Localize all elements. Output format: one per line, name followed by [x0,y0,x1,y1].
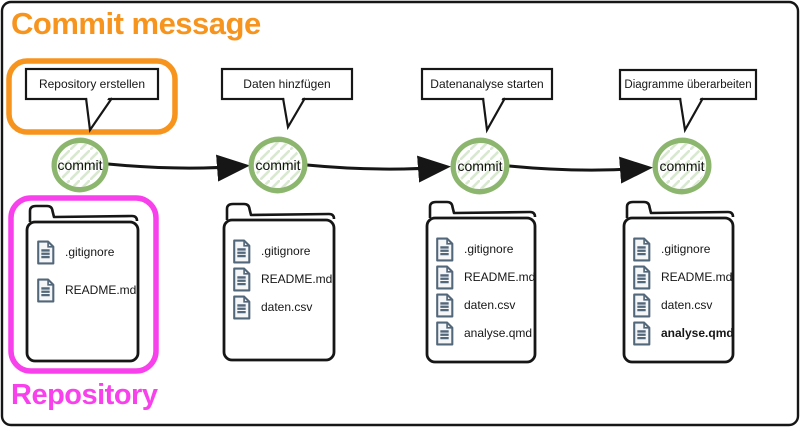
file-name: analyse.qmd [464,326,533,340]
file-name: daten.csv [661,298,713,312]
speech-bubbles [24,67,758,134]
folder-file-list: .gitignore README.md daten.csv [434,236,535,346]
commit-arrow [306,155,451,183]
speech-bubble-label: Repository erstellen [38,77,146,91]
file-row: daten.csv [231,294,332,320]
commit-node-label: commit [255,157,301,173]
file-row: analyse.qmd [434,320,535,346]
file-name: daten.csv [464,298,516,312]
commit-timeline [107,154,653,184]
speech-bubble [420,67,554,134]
document-icon [233,267,251,291]
document-icon [436,237,454,261]
file-name: README.md [65,283,137,297]
commit-node [51,137,109,193]
document-icon [37,278,55,302]
speech-bubble-label: Diagramme überarbeiten [624,78,752,91]
commit-arrow [508,156,653,184]
document-icon [633,237,651,261]
commit-node [450,137,510,195]
file-row: .gitignore [35,238,136,266]
commit-arrow [107,154,250,182]
commit-node-label: commit [57,157,103,173]
file-name: README.md [261,272,333,286]
file-row: .gitignore [434,236,535,262]
file-name: .gitignore [661,242,711,256]
file-row: README.md [434,264,535,290]
folders [25,200,735,364]
folder-file-list: .gitignore README.md [35,238,136,304]
speech-bubble-label: Daten hinzfügen [243,77,331,91]
commit-message-highlight [6,58,178,135]
commit-nodes [51,136,712,195]
file-name: README.md [464,270,536,284]
document-icon [633,321,651,345]
document-icon [233,239,251,263]
document-icon [233,295,251,319]
document-icon [37,240,55,264]
speech-bubble [220,67,354,131]
commit-node-label: commit [457,158,503,174]
folder-icon [425,200,537,364]
file-row: analyse.qmd [631,320,734,346]
document-icon [633,293,651,317]
commit-node-label: commit [659,158,705,174]
speech-bubble [24,67,160,134]
commit-node [248,136,308,194]
diagram-title: Commit message [11,6,261,41]
file-row: .gitignore [631,236,734,262]
file-row: README.md [631,264,734,290]
file-row: README.md [231,266,332,292]
repository-label: Repository [11,379,158,411]
document-icon [436,293,454,317]
file-name: daten.csv [261,300,313,314]
file-row: README.md [35,276,136,304]
file-row: .gitignore [231,238,332,264]
folder-icon [25,204,140,363]
folder-icon [622,200,735,364]
folder-icon [222,202,336,362]
repository-highlight [8,195,159,374]
file-name: analyse.qmd [661,326,734,340]
document-icon [436,321,454,345]
file-name: .gitignore [261,244,311,258]
file-row: daten.csv [434,292,535,318]
commit-node [652,137,712,195]
file-name: .gitignore [65,245,115,259]
document-icon [436,265,454,289]
file-row: daten.csv [631,292,734,318]
folder-file-list: .gitignore README.md daten.csv [231,238,332,320]
file-name: README.md [661,270,733,284]
document-icon [633,265,651,289]
speech-bubble-label: Datenanalyse starten [430,77,544,91]
folder-file-list: .gitignore README.md daten.csv [631,236,734,346]
file-name: .gitignore [464,242,514,256]
speech-bubble [618,68,758,134]
